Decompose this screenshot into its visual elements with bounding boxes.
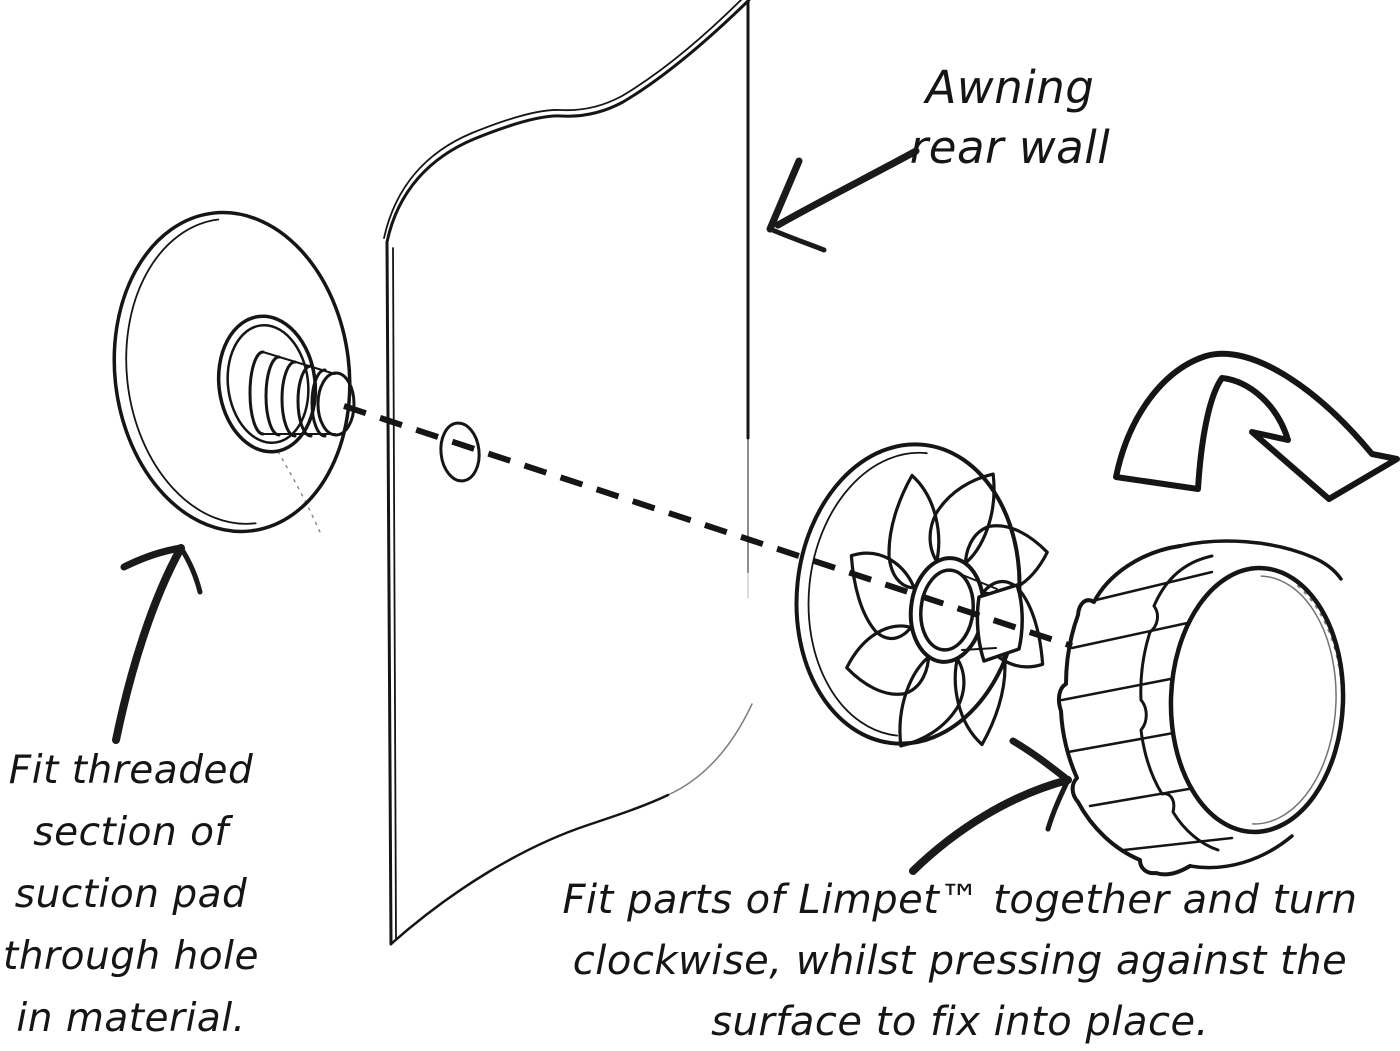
petal xyxy=(843,551,922,640)
thread-ring xyxy=(280,360,297,438)
wall-bottom-edge xyxy=(389,793,670,946)
suction-pad xyxy=(112,210,356,534)
petal xyxy=(898,648,967,752)
washer-rim-inner xyxy=(807,451,928,737)
arrow-barb xyxy=(120,544,185,571)
limpet-instruction: Fit parts of Limpet™ together and turn c… xyxy=(562,877,1358,1045)
wall-left-edge-inner xyxy=(392,247,397,941)
wall-hole xyxy=(439,421,481,483)
knob-ridge xyxy=(1070,620,1194,650)
rotation-arrow xyxy=(1113,350,1400,502)
knob-ridge xyxy=(1094,570,1214,602)
pad-disc xyxy=(112,210,352,534)
arrow-barb xyxy=(178,545,203,595)
petal xyxy=(972,579,1051,668)
awning-wall-arrow xyxy=(766,147,920,253)
pad-sketch-line xyxy=(277,451,321,533)
knob-ridge xyxy=(1088,784,1208,808)
limpet-arrow xyxy=(909,737,1072,875)
thread-ring xyxy=(248,350,265,436)
knob-bottom-edge xyxy=(1188,834,1294,870)
arrow-shaft xyxy=(774,147,920,229)
knob-sketch-dots xyxy=(1297,585,1343,701)
arrow-shaft xyxy=(909,776,1072,875)
threaded-section xyxy=(248,350,356,438)
clockwise-arrow-ribbon xyxy=(1113,350,1400,502)
thread-ring xyxy=(296,364,313,438)
arrow-barb xyxy=(1045,777,1071,832)
washer-tab-line xyxy=(959,573,998,590)
knob-front-rim-inner xyxy=(1251,575,1337,825)
suction-pad-arrow xyxy=(112,544,203,744)
thread-ring xyxy=(264,355,281,437)
wall-bottom-edge-fade xyxy=(667,703,753,796)
petal xyxy=(845,601,938,727)
knob-ridge xyxy=(1060,674,1188,702)
arrow-barb xyxy=(1009,737,1072,784)
knob-scallop-profile xyxy=(1139,554,1220,852)
knob-silhouette xyxy=(1056,544,1192,877)
wall-left-edge xyxy=(385,240,393,946)
awning-wall-label: Awning rear wall xyxy=(909,61,1111,175)
arrow-barb xyxy=(766,157,803,233)
pad-boss-inner xyxy=(226,323,310,445)
wall-top-edge xyxy=(385,0,751,244)
petal xyxy=(867,473,957,601)
knob-top-edge xyxy=(1178,539,1343,581)
thread-tip-face xyxy=(316,371,356,437)
assembly-axis xyxy=(343,403,1073,649)
knob-front-face xyxy=(1168,565,1346,835)
pad-rim-inner xyxy=(125,218,257,525)
arrow-barb xyxy=(767,226,827,253)
petal xyxy=(927,468,996,572)
knob-ridge xyxy=(1122,836,1234,852)
knob-ridge xyxy=(1066,728,1192,754)
awning-rear-wall xyxy=(383,0,753,946)
arrow-shaft xyxy=(112,544,185,744)
suction-pad-instruction: Fit threaded section of suction pad thro… xyxy=(3,748,259,1041)
thread-ring xyxy=(310,368,327,438)
wall-top-edge-inner xyxy=(383,0,743,239)
washer-tab-line xyxy=(961,647,997,651)
limpet-knob xyxy=(1056,539,1346,877)
pad-boss-outer xyxy=(216,314,318,454)
